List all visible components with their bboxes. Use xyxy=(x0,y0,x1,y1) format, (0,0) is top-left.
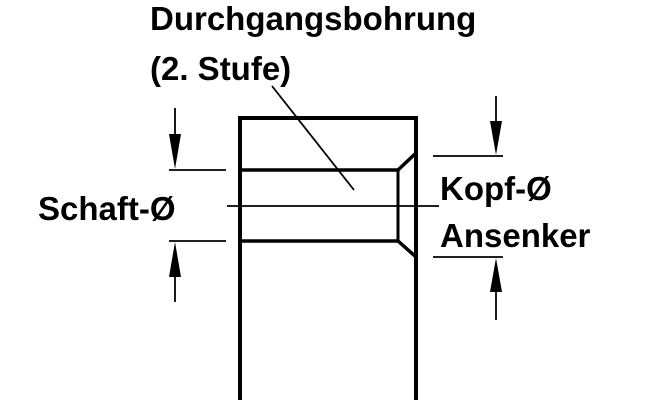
countersink-label: Ansenker xyxy=(440,217,591,254)
arrow-up-icon xyxy=(490,258,502,292)
bore-bottom-edge xyxy=(240,239,418,259)
part-outline xyxy=(238,116,418,400)
shaft-diameter-label: Schaft-Ø xyxy=(38,190,176,227)
bore-top-edge xyxy=(240,151,418,172)
leader-line xyxy=(271,85,355,191)
title-line-2: (2. Stufe) xyxy=(150,50,291,87)
arrow-down-icon xyxy=(490,121,502,155)
arrow-up-icon xyxy=(169,242,181,277)
title-line-1: Durchgangsbohrung xyxy=(150,0,476,37)
arrow-down-icon xyxy=(169,134,181,169)
head-diameter-label: Kopf-Ø xyxy=(440,170,552,207)
